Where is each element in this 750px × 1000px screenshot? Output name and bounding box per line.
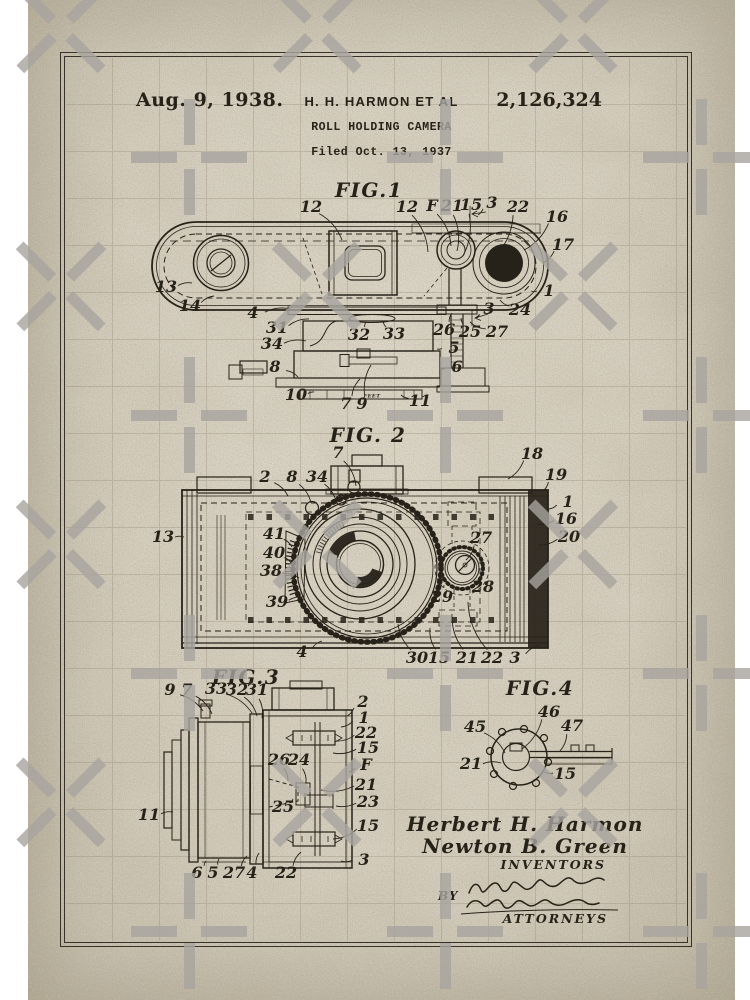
inventors-label: INVENTORS xyxy=(500,857,606,872)
patent-number: 2,126,324 xyxy=(496,89,602,111)
drafting-grid xyxy=(65,57,687,942)
header-center-block: H. H. HARMON ET AL ROLL HOLDING CAMERA F… xyxy=(28,94,735,159)
inventor-name-1: Herbert H. Harmon xyxy=(406,812,644,836)
patent-date: Aug. 9, 1938. xyxy=(136,89,284,111)
patent-filed-line: Filed Oct. 13, 1937 xyxy=(311,146,452,159)
patent-title: ROLL HOLDING CAMERA xyxy=(311,121,452,134)
by-label: BY xyxy=(438,889,459,903)
attorneys-label: ATTORNEYS xyxy=(502,911,608,926)
inner-border xyxy=(63,55,689,944)
header-inventors-line: H. H. HARMON ET AL xyxy=(304,94,459,109)
inventor-name-2: Newton B. Green xyxy=(422,834,628,858)
